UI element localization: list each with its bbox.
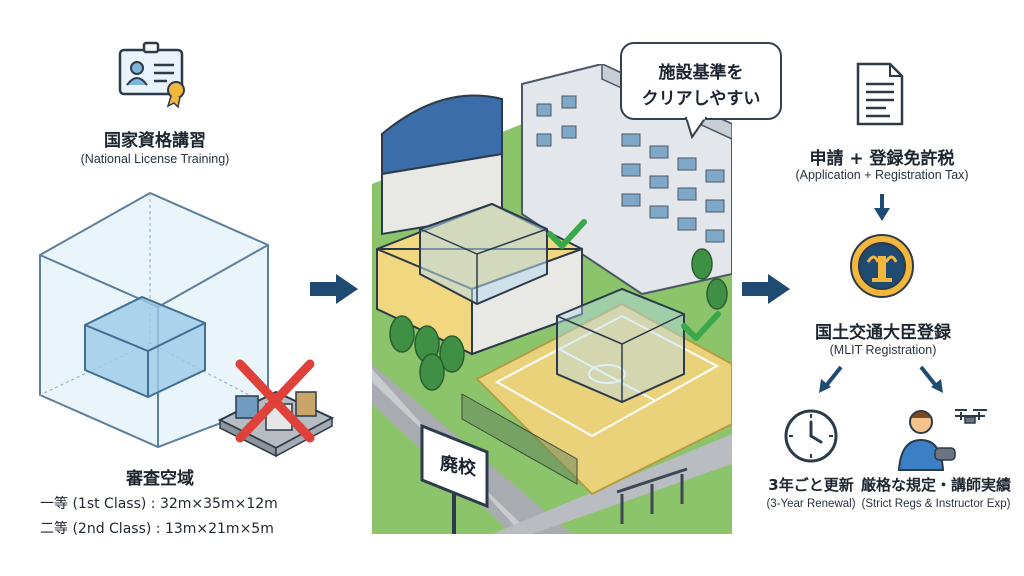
regs-subtitle: (Strict Regs & Instructor Exp) xyxy=(861,498,1011,510)
application-title: 申請 + 登録免許税 xyxy=(809,149,955,169)
arrow-right-icon xyxy=(310,274,358,304)
arrow-down-right-icon xyxy=(919,365,943,393)
class1-spec: 一等 (1st Class) : 32m×35m×12m xyxy=(40,496,278,512)
airspace-title: 審査空域 xyxy=(126,469,194,489)
speech-bubble: 施設基準を クリアしやすい xyxy=(620,42,782,120)
arrow-down-left-icon xyxy=(819,365,843,393)
arrow-right-icon xyxy=(742,274,790,304)
regs-title: 厳格な規定・講師実績 xyxy=(860,476,1012,494)
clock-icon xyxy=(784,409,838,463)
class2-spec: 二等 (2nd Class) : 13m×21m×5m xyxy=(40,521,274,537)
arrow-down-icon xyxy=(874,194,890,221)
school-scene xyxy=(372,64,732,534)
bubble-tail xyxy=(684,117,708,139)
mlit-subtitle: (MLIT Registration) xyxy=(829,343,937,357)
training-subtitle: (National License Training) xyxy=(80,152,230,166)
seal-emblem-icon xyxy=(850,234,914,298)
training-title: 国家資格講習 xyxy=(104,131,206,151)
license-card-icon xyxy=(118,41,185,109)
bubble-line-1: 施設基準を xyxy=(658,63,744,83)
document-icon xyxy=(856,62,904,126)
renewal-title: 3年ごと更新 xyxy=(768,476,854,494)
cross-mark-icon xyxy=(217,359,335,458)
renewal-subtitle: (3-Year Renewal) xyxy=(766,498,856,510)
mlit-title: 国土交通大臣登録 xyxy=(815,323,951,343)
application-subtitle: (Application + Registration Tax) xyxy=(795,168,969,182)
drone-pilot-icon xyxy=(897,409,987,471)
bubble-line-2: クリアしやすい xyxy=(641,89,761,109)
airspace-box-icon xyxy=(39,191,269,449)
